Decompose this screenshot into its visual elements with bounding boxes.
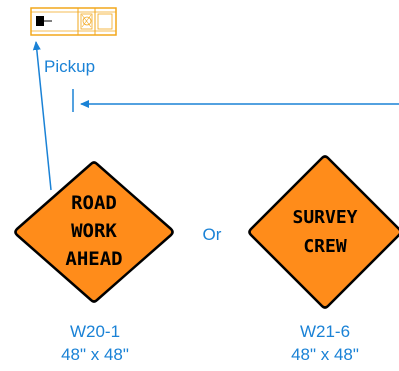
warning-diamond-icon — [248, 155, 399, 309]
sign-leader-line — [32, 41, 52, 191]
sign-road-work-ahead: ROAD WORK AHEAD — [14, 161, 174, 303]
sign-text-line: CREW — [303, 236, 347, 257]
sign-text-line: WORK — [71, 220, 117, 242]
sign-text-line: SURVEY — [292, 207, 357, 228]
pickup-truck-icon — [30, 7, 117, 36]
sign-text-line: AHEAD — [65, 248, 122, 270]
sign-text-line: ROAD — [71, 192, 117, 214]
vehicle-path-line — [72, 89, 399, 112]
sign-survey-crew: SURVEY CREW — [248, 155, 399, 309]
separator-or: Or — [203, 225, 222, 244]
warning-diamond-icon — [14, 161, 174, 303]
sign-code: W20-1 — [70, 322, 120, 341]
sign-size: 48" x 48" — [61, 345, 129, 364]
vehicle-label: Pickup — [44, 57, 95, 76]
sign-code: W21-6 — [300, 322, 350, 341]
sign-size: 48" x 48" — [291, 345, 359, 364]
